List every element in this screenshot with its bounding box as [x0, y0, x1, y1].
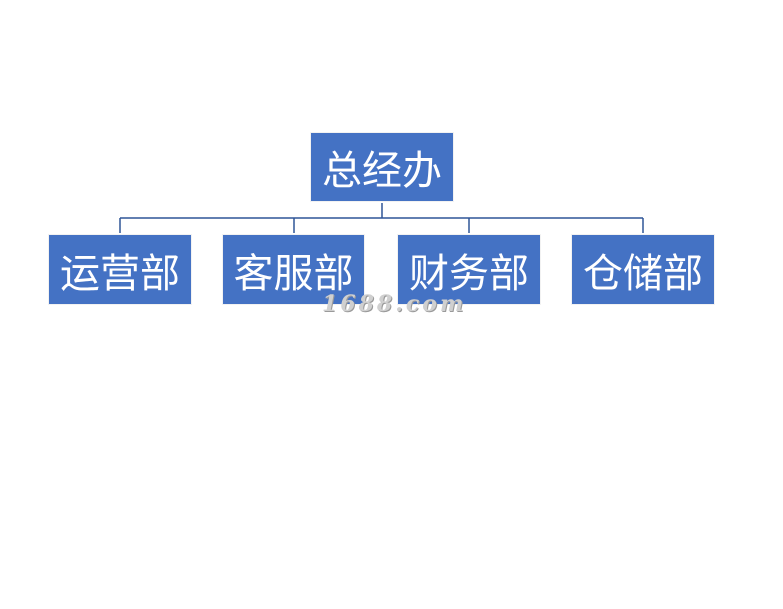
- node-child-customer-service: 客服部: [222, 234, 365, 305]
- node-root: 总经办: [310, 132, 454, 202]
- node-child-warehouse: 仓储部: [571, 234, 715, 305]
- node-child-operations: 运营部: [48, 234, 192, 305]
- node-child-label: 客服部: [233, 250, 354, 297]
- node-child-label: 运营部: [60, 250, 180, 297]
- node-child-label: 仓储部: [583, 250, 703, 297]
- node-child-label: 财务部: [409, 250, 529, 297]
- node-root-label: 总经办: [322, 148, 442, 194]
- node-child-finance: 财务部: [397, 234, 541, 305]
